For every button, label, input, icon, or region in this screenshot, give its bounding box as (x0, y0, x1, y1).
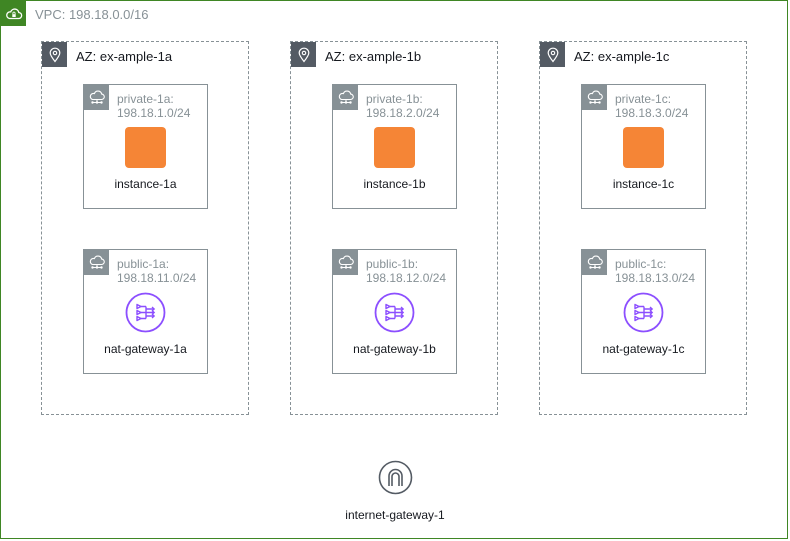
cloud-lock-icon (1, 1, 26, 26)
cloud-network-icon (84, 85, 109, 110)
nat-gateway-label: nat-gateway-1b (353, 342, 436, 356)
subnet-name: public-1a: (117, 257, 170, 271)
cloud-network-icon (582, 250, 607, 275)
ec2-instance-icon (623, 127, 664, 168)
subnet-name: private-1b: (366, 92, 423, 106)
location-pin-icon (540, 42, 565, 67)
cloud-network-icon (333, 250, 358, 275)
subnet-cidr: 198.18.3.0/24 (615, 106, 689, 120)
nat-gateway-icon (374, 292, 415, 333)
private-subnet-1b: private-1b: 198.18.2.0/24 instance-1b (332, 84, 457, 209)
cloud-network-icon (84, 250, 109, 275)
location-pin-icon (291, 42, 316, 67)
cloud-network-icon (333, 85, 358, 110)
az-label: AZ: ex-ample-1a (76, 49, 173, 64)
instance-label: instance-1b (363, 177, 426, 191)
private-subnet-1a: private-1a: 198.18.1.0/24 instance-1a (83, 84, 208, 209)
location-pin-icon (42, 42, 67, 67)
subnet-cidr: 198.18.11.0/24 (117, 271, 197, 285)
az-group-1a: AZ: ex-ample-1a private-1a: 198.18.1.0/2… (41, 41, 249, 415)
subnet-cidr: 198.18.12.0/24 (366, 271, 447, 285)
ec2-instance-icon (374, 127, 415, 168)
public-subnet-1a: public-1a: 198.18.11.0/24 nat-gateway-1a (83, 249, 208, 374)
az-label: AZ: ex-ample-1c (574, 49, 670, 64)
subnet-name: public-1c: (615, 257, 667, 271)
subnet-name: public-1b: (366, 257, 419, 271)
subnet-cidr: 198.18.2.0/24 (366, 106, 440, 120)
nat-gateway-label: nat-gateway-1c (602, 342, 685, 356)
internet-gateway-icon (378, 460, 413, 495)
cloud-network-icon (582, 85, 607, 110)
public-subnet-1b: public-1b: 198.18.12.0/24 nat-gateway-1b (332, 249, 457, 374)
instance-label: instance-1c (612, 177, 675, 191)
internet-gateway-label: internet-gateway-1 (345, 508, 445, 522)
subnet-cidr: 198.18.1.0/24 (117, 106, 191, 120)
ec2-instance-icon (125, 127, 166, 168)
public-subnet-1c: public-1c: 198.18.13.0/24 nat-gateway-1c (581, 249, 706, 374)
nat-gateway-icon (125, 292, 166, 333)
az-group-1c: AZ: ex-ample-1c private-1c: 198.18.3.0/2… (539, 41, 747, 415)
nat-gateway-icon (623, 292, 664, 333)
private-subnet-1c: private-1c: 198.18.3.0/24 instance-1c (581, 84, 706, 209)
subnet-name: private-1c: (615, 92, 672, 106)
vpc-label: VPC: 198.18.0.0/16 (35, 7, 149, 22)
subnet-name: private-1a: (117, 92, 174, 106)
az-group-1b: AZ: ex-ample-1b private-1b: 198.18.2.0/2… (290, 41, 498, 415)
instance-label: instance-1a (114, 177, 177, 191)
subnet-cidr: 198.18.13.0/24 (615, 271, 696, 285)
az-label: AZ: ex-ample-1b (325, 49, 422, 64)
nat-gateway-label: nat-gateway-1a (104, 342, 187, 356)
